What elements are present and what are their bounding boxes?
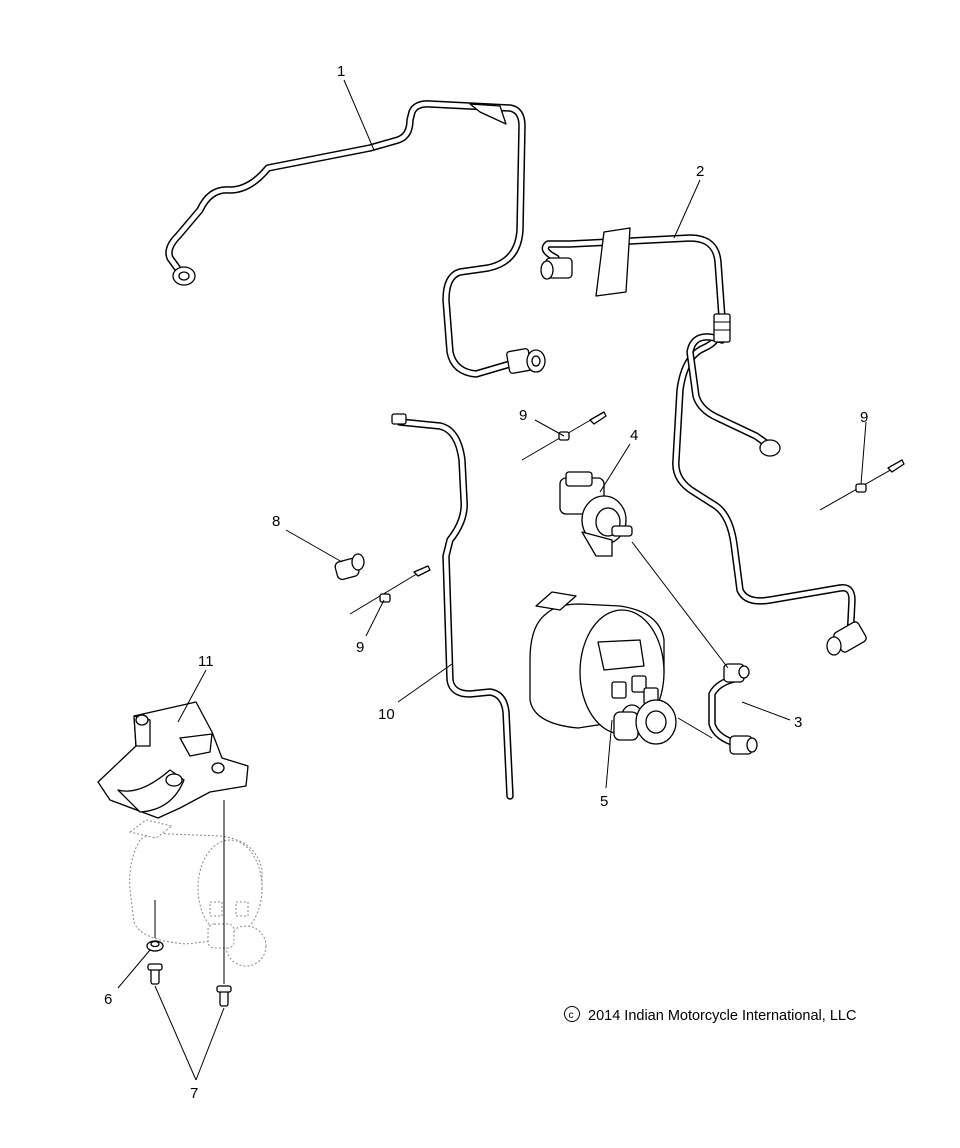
callout-9-left: 9	[356, 639, 364, 656]
part-2-vent-hose-assembly	[540, 227, 867, 656]
part-11-mounting-bracket	[97, 701, 249, 819]
part-5-evap-canister	[529, 591, 713, 745]
callout-3: 3	[794, 714, 802, 731]
part-6-nut	[146, 900, 164, 952]
part-9-cable-tie-left	[349, 565, 431, 615]
ghost-canister-reference	[128, 819, 267, 967]
callout-labels: 1 2 3 4 5 6 7 8 9 9 9 10 11	[104, 63, 868, 1102]
callout-9-upper: 9	[519, 407, 527, 424]
copyright-text: 2014 Indian Motorcycle International, LL…	[588, 1008, 856, 1024]
part-4-purge-valve	[559, 471, 633, 557]
part-7-bolt-left	[147, 963, 163, 985]
part-10-drain-hose	[391, 413, 514, 800]
part-7-bolt-right	[216, 800, 232, 1007]
callout-11: 11	[198, 653, 214, 670]
copyright-notice: c 2014 Indian Motorcycle International, …	[564, 1006, 856, 1024]
copyright-letter: c	[569, 1010, 574, 1021]
callout-9-right: 9	[860, 409, 868, 426]
part-9-cable-tie-right	[819, 459, 905, 511]
callout-7: 7	[190, 1085, 198, 1102]
callout-1: 1	[337, 63, 345, 80]
leader-lines	[117, 79, 867, 1081]
part-3-small-hose	[708, 663, 758, 755]
callout-8: 8	[272, 513, 280, 530]
callout-2: 2	[696, 163, 704, 180]
part-8-fitting	[334, 553, 365, 581]
callout-5: 5	[600, 793, 608, 810]
part-1-vent-hose	[165, 100, 546, 378]
callout-4: 4	[630, 427, 638, 444]
callout-6: 6	[104, 991, 112, 1008]
callout-10: 10	[378, 706, 395, 723]
copyright-circle	[564, 1006, 580, 1022]
